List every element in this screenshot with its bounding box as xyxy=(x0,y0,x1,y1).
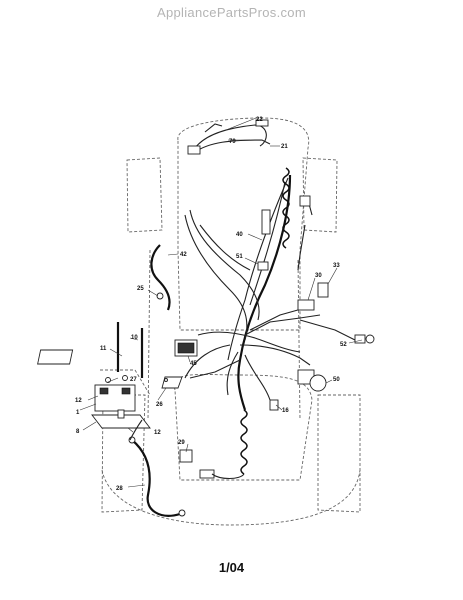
headlight-connector xyxy=(299,195,311,207)
callout-79: 79 xyxy=(229,139,236,145)
frame-left-rail xyxy=(147,249,151,421)
front-left-wheel xyxy=(126,157,163,233)
callout-21: 21 xyxy=(281,144,288,150)
callout-11: 11 xyxy=(100,346,107,352)
callout-16: 16 xyxy=(282,408,289,414)
hood-outline xyxy=(177,117,310,331)
switch-plug-22 xyxy=(255,119,269,127)
ground-wire-42 xyxy=(150,244,171,311)
seat-switch-30 xyxy=(297,299,315,311)
watermark-text: AppliancePartsPros.com xyxy=(157,5,306,20)
connector-52 xyxy=(354,334,366,344)
rear-fender-outline xyxy=(101,469,361,526)
callout-10: 10 xyxy=(131,335,138,341)
callout-29: 29 xyxy=(178,440,185,446)
callout-8: 8 xyxy=(76,429,80,435)
callout-42: 42 xyxy=(180,252,187,258)
clutch-switch-33 xyxy=(317,282,329,298)
horn-or-lamp-50 xyxy=(309,374,327,392)
callout-33: 33 xyxy=(333,263,340,269)
seat-deck-outline xyxy=(174,374,313,481)
leader-lines xyxy=(79,117,363,488)
page-number: 1/04 xyxy=(218,560,245,575)
callout-22: 22 xyxy=(256,117,263,123)
callout-27: 27 xyxy=(130,377,137,383)
connector-51 xyxy=(257,261,269,271)
callout-28: 28 xyxy=(116,486,123,492)
callout-51: 51 xyxy=(236,254,243,260)
callout-25: 25 xyxy=(137,286,144,292)
pto-connector xyxy=(199,469,215,479)
callout-labels: 22 79 21 40 42 51 33 30 25 52 11 10 45 2… xyxy=(75,117,347,492)
main-harness xyxy=(174,174,375,479)
tractor-outline xyxy=(100,117,361,526)
dash-harness xyxy=(187,119,271,155)
battery-assembly xyxy=(37,322,151,429)
callout-1: 1 xyxy=(76,410,80,416)
callout-40: 40 xyxy=(236,232,243,238)
battery-cable-28 xyxy=(128,419,186,517)
callout-26: 26 xyxy=(156,402,163,408)
callout-12-lower: 12 xyxy=(154,430,161,436)
battery-hold-down-11 xyxy=(37,349,74,365)
callout-52: 52 xyxy=(340,342,347,348)
frame-right-rail xyxy=(297,259,301,421)
callout-50: 50 xyxy=(333,377,340,383)
connector-block xyxy=(261,209,271,235)
ignition-switch-connector xyxy=(187,145,201,155)
bracket-26 xyxy=(161,376,183,389)
callout-30: 30 xyxy=(315,273,322,279)
rear-right-wheel xyxy=(317,394,361,513)
coiled-wires xyxy=(211,167,290,480)
callout-45: 45 xyxy=(190,361,197,367)
connector-29 xyxy=(179,449,193,463)
battery-tray-outline xyxy=(100,369,151,396)
front-right-wheel xyxy=(302,157,338,233)
connector-16 xyxy=(269,399,279,411)
callout-12-upper: 12 xyxy=(75,398,82,404)
